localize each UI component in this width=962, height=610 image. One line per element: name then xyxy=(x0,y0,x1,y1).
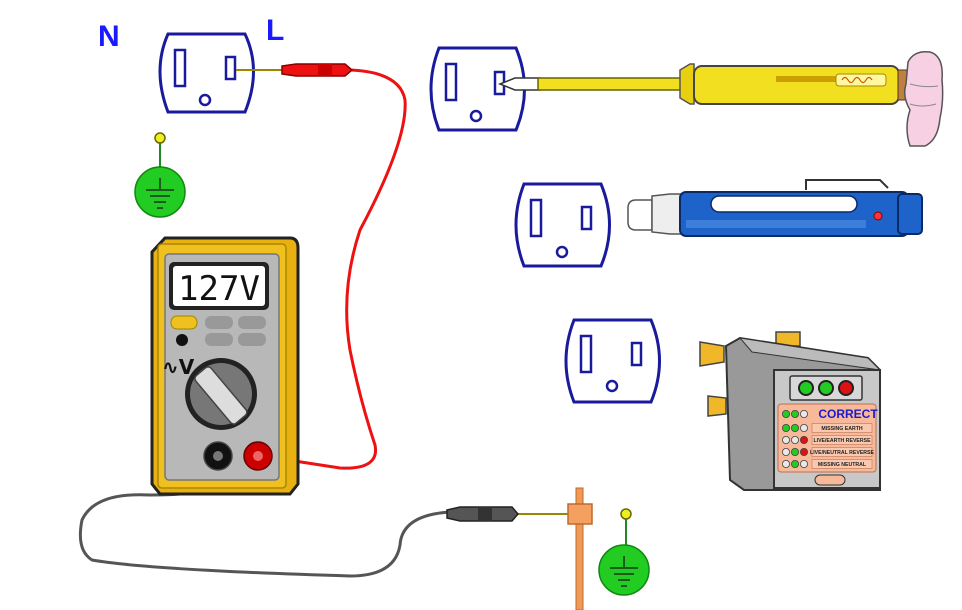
tester-led xyxy=(818,380,834,396)
tester-row-led xyxy=(782,435,791,444)
earth-bar xyxy=(567,487,593,610)
meter-display: 127V xyxy=(178,269,260,309)
tester-row-led xyxy=(791,435,800,444)
tester-row-label-box xyxy=(811,423,873,433)
voltage-pen-icon xyxy=(627,179,923,237)
tester-row-label: MISSING EARTH xyxy=(821,426,862,432)
tester-row-led xyxy=(791,447,800,456)
screwdriver-tester-icon xyxy=(497,63,909,105)
tester-row-led xyxy=(782,459,791,468)
tester-row-led xyxy=(800,435,809,444)
tester-row-led xyxy=(800,409,809,418)
socket-tester-icon: CORRECT MISSING EARTH LIVE/EARTH REVERSE L… xyxy=(699,331,882,491)
tester-row-label-box xyxy=(811,435,873,445)
multimeter-icon: 127V ∿V xyxy=(150,236,300,496)
tester-row-led xyxy=(800,423,809,432)
tester-row-label: LIVE/EARTH REVERSE xyxy=(813,438,871,444)
tester-row-label: LIVE/NEUTRAL REVERSE xyxy=(810,450,874,456)
tester-row-label-box xyxy=(811,447,873,457)
tester-row-led xyxy=(782,409,791,418)
socket-outlet-icon xyxy=(514,182,611,268)
tester-row-led xyxy=(791,459,800,468)
black-test-lead xyxy=(78,461,572,578)
label-line: L xyxy=(266,14,285,47)
tester-row-led xyxy=(791,423,800,432)
tester-led xyxy=(838,380,854,396)
label-neutral: N xyxy=(98,20,120,53)
earth-symbol-icon xyxy=(598,508,650,596)
tester-row-led xyxy=(782,423,791,432)
earth-symbol-icon xyxy=(134,132,186,218)
mode-symbol: ∿V xyxy=(162,355,195,379)
tester-led-group xyxy=(798,380,854,396)
tester-led xyxy=(798,380,814,396)
tester-row-led xyxy=(791,409,800,418)
socket-outlet-icon xyxy=(429,46,526,132)
red-test-lead xyxy=(236,63,407,470)
tester-indicator-rows: MISSING EARTH LIVE/EARTH REVERSE LIVE/NEUT… xyxy=(782,409,874,469)
tester-row-led xyxy=(800,447,809,456)
hand-icon xyxy=(903,50,944,147)
tester-row-label-box xyxy=(811,459,873,469)
socket-outlet-icon xyxy=(564,318,661,404)
socket-outlet-icon xyxy=(158,32,255,114)
tester-status-title: CORRECT xyxy=(818,407,878,421)
tester-row-led xyxy=(800,459,809,468)
tester-row-led xyxy=(782,447,791,456)
tester-row-label: MISSING NEUTRAL xyxy=(818,462,867,468)
